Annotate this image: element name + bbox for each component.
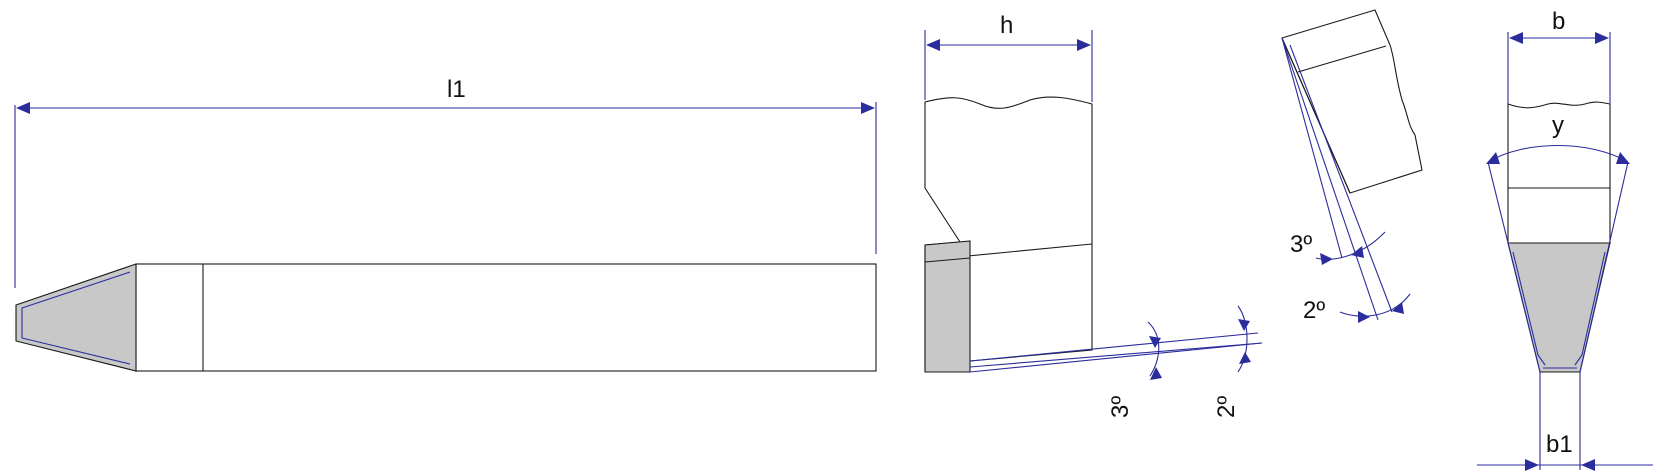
angle-y-line-left: [1487, 161, 1541, 373]
tilted-view: 3º 2º: [1281, 9, 1423, 324]
side-angle-3-arc: [1147, 321, 1160, 377]
b1-label: b1: [1546, 431, 1573, 458]
plan-view: y b b1: [1477, 8, 1653, 471]
tilted-view-section-line: [1297, 45, 1387, 73]
top-angle-3-arc: [1315, 231, 1386, 260]
tilted-view-body: [1281, 9, 1423, 194]
front-view-section-line: [967, 243, 1093, 257]
side-angle-3-arrow-bottom-icon: [1150, 367, 1162, 380]
angle-y-arrow-right-icon: [1616, 152, 1630, 164]
h-label: h: [1000, 12, 1013, 39]
tilted-clearance-line-1: [1281, 37, 1343, 259]
h-arrow-left-icon: [926, 39, 940, 51]
side-angle-3-label: 3º: [1107, 396, 1134, 418]
b1-arrow-right-icon: [1581, 459, 1595, 471]
l1-arrow-right-icon: [861, 102, 875, 114]
top-angle-2-label: 2º: [1303, 297, 1325, 324]
side-view: l1: [14, 76, 877, 372]
l1-arrow-left-icon: [16, 102, 30, 114]
b-label: b: [1552, 8, 1565, 35]
tilted-clearance-line-3: [1289, 44, 1393, 313]
top-angle-3-arrow-right-icon: [1351, 246, 1364, 258]
top-angle-2-arrow-right-icon: [1392, 302, 1404, 314]
clearance-line-upper: [969, 332, 1259, 362]
top-angle-3-arrow-left-icon: [1320, 253, 1333, 265]
tilted-clearance-line-2: [1281, 37, 1379, 321]
front-view-insert: [924, 240, 971, 373]
tool-tip-insert: [15, 263, 137, 372]
angle-y-line-right: [1579, 161, 1629, 373]
front-view: h 3º 2º: [924, 12, 1263, 418]
side-angle-2-arrow-bottom-icon: [1239, 352, 1251, 364]
clearance-line-mid: [969, 342, 1263, 368]
b-arrow-right-icon: [1595, 32, 1609, 44]
clearance-line-lower: [969, 342, 1263, 373]
side-angle-2-arrow-top-icon: [1238, 319, 1250, 331]
front-view-insert-edge: [924, 257, 971, 263]
plan-insert-edge-right: [1574, 251, 1606, 366]
angle-y-arrow-left-icon: [1486, 152, 1500, 164]
tool-shank: [135, 263, 877, 372]
angle-y-arc: [1487, 145, 1629, 163]
side-angle-2-arc: [1237, 305, 1248, 373]
b-arrow-left-icon: [1509, 32, 1523, 44]
top-angle-2-arc: [1339, 293, 1411, 317]
front-view-body: [924, 96, 1093, 370]
l1-label: l1: [447, 76, 466, 103]
plan-insert-edge-left: [1512, 251, 1546, 366]
b1-arrow-left-icon: [1525, 459, 1539, 471]
top-angle-3-label: 3º: [1290, 231, 1312, 258]
side-angle-2-label: 2º: [1213, 396, 1240, 418]
h-arrow-right-icon: [1077, 39, 1091, 51]
angle-y-label: y: [1552, 112, 1564, 139]
plan-view-body: [1507, 101, 1611, 244]
top-angle-2-arrow-left-icon: [1358, 311, 1370, 323]
tilted-view-edge-line: [1281, 37, 1351, 194]
side-angle-3-arrow-top-icon: [1149, 336, 1161, 348]
tip-cutting-edge: [21, 271, 131, 365]
